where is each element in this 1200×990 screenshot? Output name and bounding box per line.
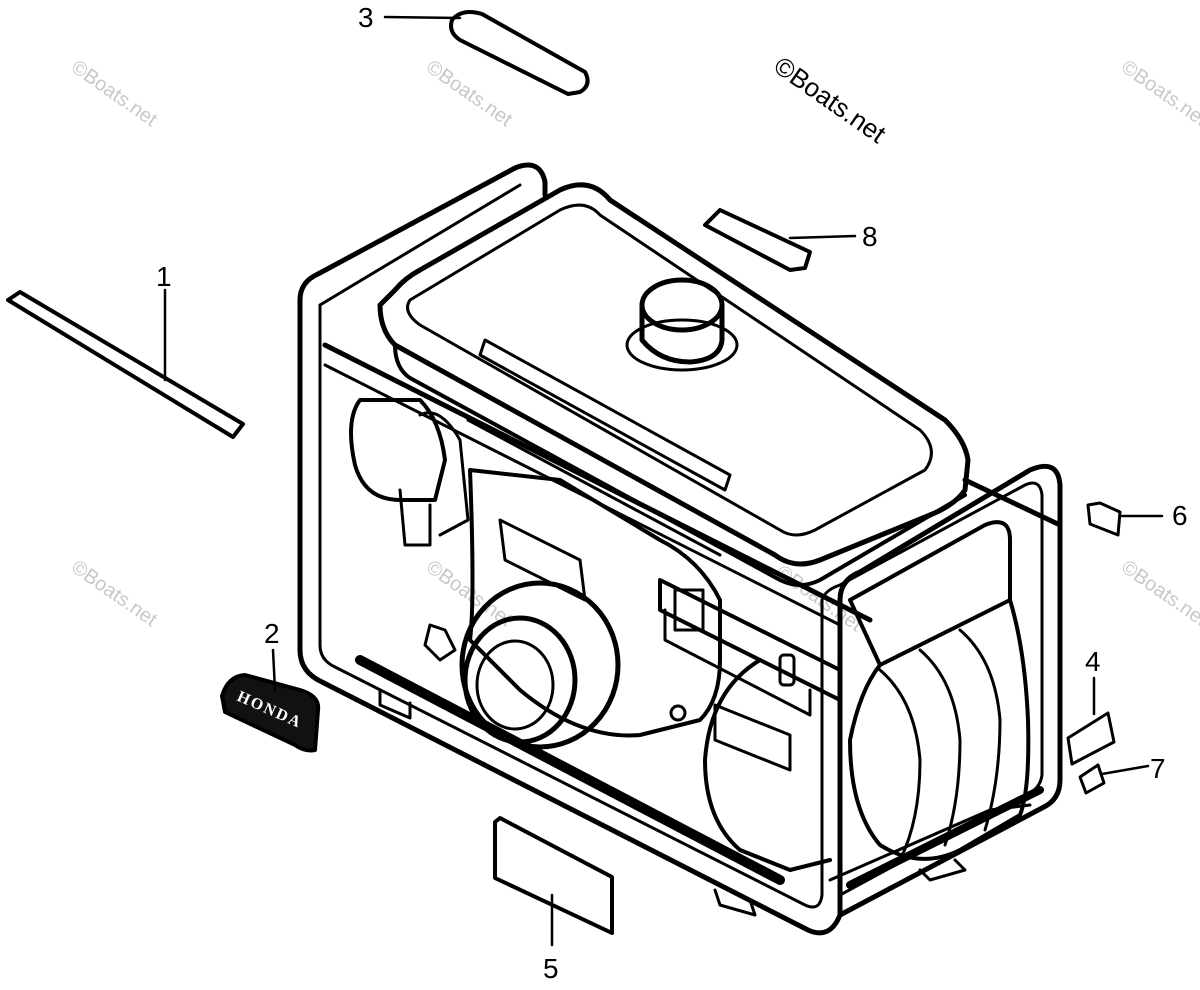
recoil-starter-hub xyxy=(475,639,555,731)
recoil-starter-inner xyxy=(462,615,578,745)
generator-illustration xyxy=(297,162,1063,936)
alternator-body xyxy=(848,598,1031,861)
fuel-tank-side xyxy=(393,343,967,587)
part-4-decal xyxy=(1066,711,1116,766)
fuel-tank-top-inner xyxy=(406,203,933,537)
tank-strip-upper xyxy=(478,338,732,492)
engine-left-housing xyxy=(349,398,447,502)
callout-7: 7 xyxy=(1150,753,1166,784)
frame-top-left xyxy=(297,162,548,303)
watermark-faint-3: ©Boats.net xyxy=(1117,56,1200,131)
tank-strip-lower xyxy=(466,418,722,557)
engine-bolt xyxy=(669,704,687,722)
fuel-tank-top xyxy=(377,182,971,567)
callout-8: 8 xyxy=(862,221,878,252)
fuel-cap-side xyxy=(639,302,725,365)
engine-crankcase xyxy=(468,468,722,738)
callout-3: 3 xyxy=(358,2,374,33)
alternator-endcap-inner xyxy=(713,703,792,772)
part-3-stripe-decal xyxy=(449,10,590,96)
watermark-faint-1: ©Boats.net xyxy=(67,56,161,131)
callouts: 1 2 3 4 5 6 7 8 xyxy=(156,2,1188,984)
part-1-stripe-decal xyxy=(6,290,245,439)
leader-3 xyxy=(383,15,462,20)
part-6-decal xyxy=(1086,501,1122,537)
recoil-starter-outer xyxy=(459,580,621,750)
callout-2: 2 xyxy=(264,618,280,649)
engine-left-leg xyxy=(398,488,432,547)
control-knob xyxy=(673,588,705,632)
control-panel-front xyxy=(663,608,812,717)
frame-rail-bottom xyxy=(355,655,785,885)
alternator-rib-1 xyxy=(878,668,922,862)
leader-lines xyxy=(163,15,1164,947)
foot-right xyxy=(918,858,967,882)
frame-rail-bottom-right xyxy=(846,786,1044,889)
fuel-cap-ring xyxy=(625,318,739,372)
part-7-decal xyxy=(1078,763,1106,795)
frame-rail-right xyxy=(962,477,1063,528)
part-5-label xyxy=(493,816,614,935)
control-panel xyxy=(658,578,842,702)
watermark-main: ©Boats.net xyxy=(769,50,893,149)
watermark-faint-4: ©Boats.net xyxy=(67,556,161,631)
watermark-layer: ©Boats.net ©Boats.net ©Boats.net ©Boats.… xyxy=(67,50,1200,636)
callout-6: 6 xyxy=(1172,500,1188,531)
engine-left-bracket xyxy=(418,411,470,537)
watermark-faint-7: ©Boats.net xyxy=(1117,556,1200,631)
leader-8 xyxy=(788,234,857,240)
callout-4: 4 xyxy=(1085,646,1101,677)
alternator-endcap xyxy=(703,658,832,872)
starter-handle xyxy=(423,623,457,662)
callout-5: 5 xyxy=(543,953,559,984)
foot-left xyxy=(378,688,412,720)
alternator-top xyxy=(848,520,1012,667)
part-2-honda-emblem: HONDA xyxy=(220,673,321,753)
frame-left-loop xyxy=(297,297,843,936)
base-plate xyxy=(828,803,1032,882)
foot-mid xyxy=(713,888,757,917)
watermark-faint-2: ©Boats.net xyxy=(422,56,516,131)
alternator-rib-2 xyxy=(918,648,962,847)
frame-top-left-inner xyxy=(318,183,522,307)
callout-1: 1 xyxy=(156,261,172,292)
frame-left-loop-inner xyxy=(318,303,824,909)
alternator-rib-3 xyxy=(958,628,1002,832)
part-8-decal xyxy=(703,208,812,272)
leader-2 xyxy=(271,648,277,692)
leader-7 xyxy=(1100,764,1150,776)
control-switch xyxy=(778,653,796,687)
